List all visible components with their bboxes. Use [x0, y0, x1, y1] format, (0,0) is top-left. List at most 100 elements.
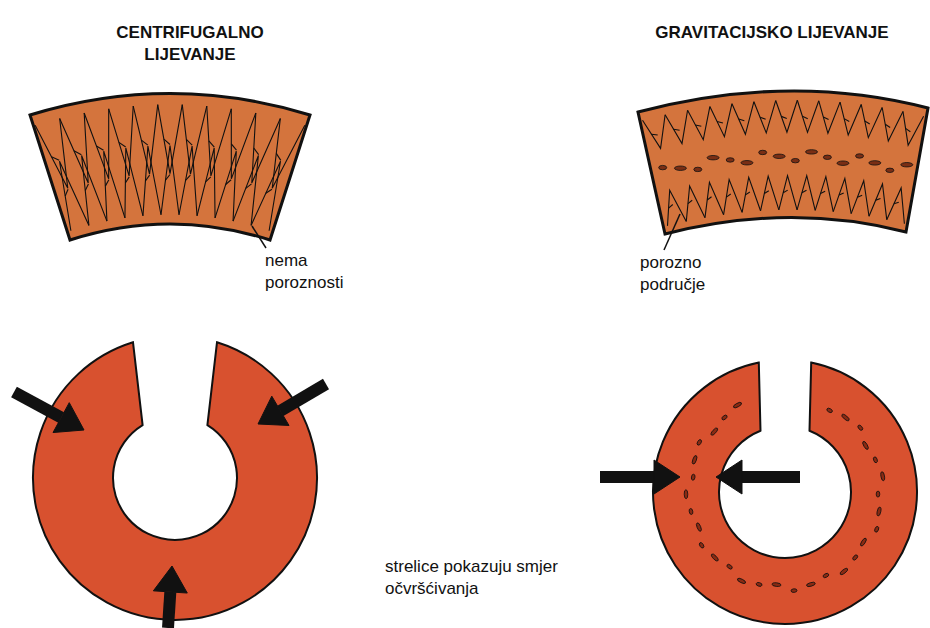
texture-stroke — [158, 105, 183, 174]
solidification-arrow — [600, 471, 654, 483]
texture-stroke — [186, 175, 191, 180]
leader-line — [252, 226, 266, 248]
texture-stroke — [246, 184, 252, 188]
texture-stroke — [806, 150, 818, 154]
texture-stroke — [779, 176, 797, 210]
texture-stroke — [721, 414, 728, 421]
texture-stroke — [726, 563, 733, 569]
texture-stroke — [165, 174, 170, 180]
texture-stroke — [737, 577, 747, 584]
texture-stroke — [869, 161, 881, 165]
texture-stroke — [707, 155, 719, 159]
texture-stroke — [689, 508, 694, 515]
texture-stroke — [688, 200, 692, 203]
texture-stroke — [839, 193, 844, 195]
texture-stroke — [859, 537, 867, 547]
texture-stroke — [840, 102, 861, 135]
texture-stroke — [826, 407, 833, 413]
texture-stroke — [186, 139, 192, 145]
texture-stroke — [161, 145, 179, 214]
texture-stroke — [272, 118, 305, 188]
texture-stroke — [251, 161, 280, 230]
texture-stroke — [869, 184, 887, 220]
texture-stroke — [726, 194, 730, 197]
solidification-arrow — [168, 592, 170, 628]
texture-stroke — [797, 100, 818, 132]
texture-stroke — [861, 104, 882, 137]
texture-stroke — [754, 101, 776, 133]
texture-stroke — [226, 180, 231, 185]
solidification-arrow — [14, 392, 61, 418]
texture-stroke — [894, 202, 899, 204]
texture-stroke — [742, 177, 760, 212]
arrow-head — [654, 460, 680, 494]
texture-stroke — [209, 141, 214, 147]
texture-stroke — [761, 176, 779, 211]
texture-stroke — [35, 118, 68, 188]
texture-stroke — [82, 156, 107, 226]
texture-stroke — [876, 491, 880, 497]
texture-stroke — [791, 158, 799, 162]
texture-stroke — [643, 115, 666, 149]
texture-stroke — [783, 190, 788, 193]
texture-stroke — [125, 148, 143, 218]
texture-stroke — [686, 186, 705, 221]
arrow-head — [153, 566, 187, 593]
texture-stroke — [691, 474, 696, 480]
texture-stroke — [164, 139, 170, 144]
texture-stroke — [717, 122, 723, 123]
texture-stroke — [773, 154, 785, 158]
texture-stroke — [652, 134, 658, 136]
texture-stroke — [710, 104, 732, 137]
texture-stroke — [906, 128, 911, 131]
solidification-arrow — [280, 384, 326, 411]
texture-stroke — [876, 198, 881, 200]
texture-stroke — [96, 146, 103, 150]
texture-stroke — [851, 181, 869, 217]
note-text: strelice pokazuju smjer očvršćivanja — [385, 556, 585, 600]
texture-stroke — [822, 573, 829, 579]
texture-stroke — [254, 148, 259, 155]
arrow-head — [258, 396, 289, 425]
texture-stroke — [705, 182, 724, 217]
method-heading: GRAVITACIJSKO LIJEVANJE — [652, 22, 892, 44]
texture-stroke — [833, 178, 851, 213]
texture-stroke — [876, 507, 881, 517]
texture-stroke — [145, 175, 149, 181]
texture-stroke — [707, 197, 711, 200]
texture-stroke — [276, 153, 281, 160]
texture-stroke — [141, 140, 147, 145]
texture-stroke — [119, 142, 126, 147]
texture-stroke — [844, 119, 849, 122]
texture-stroke — [841, 413, 850, 421]
texture-stroke — [880, 471, 885, 480]
texture-stroke — [105, 180, 109, 186]
texture-stroke — [659, 165, 667, 169]
callout-label: porozno područje — [640, 252, 750, 296]
texture-stroke — [104, 151, 125, 221]
texture-stroke — [695, 125, 701, 126]
texture-stroke — [724, 180, 743, 215]
texture-stroke — [815, 177, 833, 212]
texture-stroke — [133, 105, 158, 174]
texture-stroke — [756, 582, 763, 587]
texture-stroke — [882, 108, 903, 142]
texture-stroke — [776, 100, 798, 132]
texture-stroke — [797, 176, 815, 211]
texture-stroke — [821, 191, 826, 193]
solidification-arrow — [742, 471, 800, 483]
centrifugal-section — [30, 94, 310, 241]
texture-stroke — [109, 106, 134, 176]
texture-stroke — [233, 156, 258, 226]
texture-stroke — [791, 589, 797, 593]
texture-stroke — [696, 522, 703, 532]
texture-stroke — [143, 146, 161, 216]
texture-stroke — [839, 567, 848, 575]
texture-stroke — [51, 157, 59, 160]
texture-stroke — [856, 154, 864, 158]
texture-stroke — [726, 158, 734, 162]
texture-stroke — [901, 163, 913, 167]
texture-stroke — [781, 116, 786, 118]
texture-stroke — [819, 101, 840, 134]
